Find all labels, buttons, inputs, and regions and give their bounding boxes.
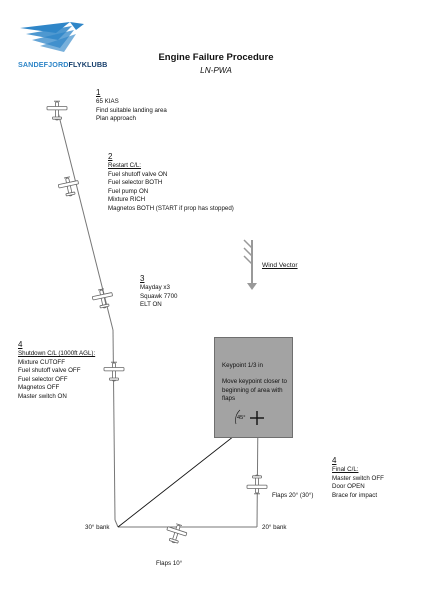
step-2-line: Mixture RICH <box>108 196 146 204</box>
step-5-line: Brace for impact <box>332 491 378 499</box>
step-1-line: 65 KIAS <box>96 98 119 105</box>
step-2-number: 2 <box>108 152 113 161</box>
keypoint-title: Keypoint 1/3 in <box>222 362 263 369</box>
logo-prefix: SANDEFJORD <box>18 60 69 69</box>
bank-30-label: 30° bank <box>85 524 110 531</box>
keypoint-angle: 45° <box>237 415 246 421</box>
logo-suffix: FLYKLUBB <box>68 60 108 69</box>
step-4-line: Fuel shutoff valve OFF <box>18 367 81 375</box>
step-5-line: Door OPEN <box>332 483 365 491</box>
aircraft-6-icon <box>246 474 268 495</box>
step-1-line: Plan approach <box>96 115 136 123</box>
step-2-line: Magnetos BOTH (START if prop has stopped… <box>108 204 234 212</box>
step-3: 3 Mayday x3 Squawk 7700 ELT ON <box>140 274 178 310</box>
step-1: 1 65 KIAS Find suitable landing area Pla… <box>96 88 167 124</box>
keypoint-area <box>214 337 293 438</box>
step-2-line: Fuel pump ON <box>108 187 149 195</box>
aircraft-4-icon <box>103 361 125 382</box>
step-1-number: 1 <box>96 88 101 97</box>
club-logo-text: SANDEFJORDFLYKLUBB <box>18 60 107 69</box>
step-3-line: ELT ON <box>140 301 162 309</box>
keypoint-line: flaps <box>222 395 236 403</box>
keypoint-text: Keypoint 1/3 in Move keypoint closer to … <box>222 362 287 404</box>
aircraft-1-icon <box>46 100 68 121</box>
flaps-10-label: Flaps 10° <box>156 560 183 567</box>
page-title: Engine Failure Procedure <box>158 52 274 63</box>
step-4-heading: Shutdown C/L (1000ft AGL): <box>18 350 96 357</box>
bank-20-label: 20° bank <box>262 524 287 531</box>
step-4-shutdown: 4 Shutdown C/L (1000ft AGL): Mixture CUT… <box>18 340 95 402</box>
step-4-line: Magnetos OFF <box>18 384 60 392</box>
step-4-line: Mixture CUTOFF <box>18 358 65 366</box>
aircraft-3-icon <box>90 286 116 311</box>
step-2-line: Fuel shutoff valve ON <box>108 170 168 178</box>
step-5-number: 4 <box>332 456 337 465</box>
step-5-heading: Final C/L: <box>332 466 359 473</box>
keypoint-line: Move keypoint closer to <box>222 378 287 386</box>
step-1-line: Find suitable landing area <box>96 106 167 114</box>
step-4-number: 4 <box>18 340 23 349</box>
flaps-20-30-label: Flaps 20° (30°) <box>272 492 314 499</box>
wind-vector-icon <box>243 239 257 290</box>
step-2: 2 Restart C/L: Fuel shutoff valve ON Fue… <box>108 152 234 214</box>
step-4-line: Master switch ON <box>18 392 67 400</box>
page-subtitle: LN-PWA <box>200 66 232 75</box>
step-4-line: Fuel selector OFF <box>18 375 68 383</box>
step-3-line: Squawk 7700 <box>140 292 178 300</box>
step-5-line: Master switch OFF <box>332 474 384 482</box>
logo-bird-icon <box>20 22 84 52</box>
step-2-line: Fuel selector BOTH <box>108 179 163 187</box>
keypoint-line: beginning of area with <box>222 386 283 394</box>
step-2-heading: Restart C/L: <box>108 162 142 169</box>
step-4-final: 4 Final C/L: Master switch OFF Door OPEN… <box>332 456 384 500</box>
wind-vector-label: Wind Vector <box>262 262 298 269</box>
aircraft-5-icon <box>163 521 189 547</box>
step-3-number: 3 <box>140 274 145 283</box>
step-3-line: Mayday x3 <box>140 284 170 291</box>
